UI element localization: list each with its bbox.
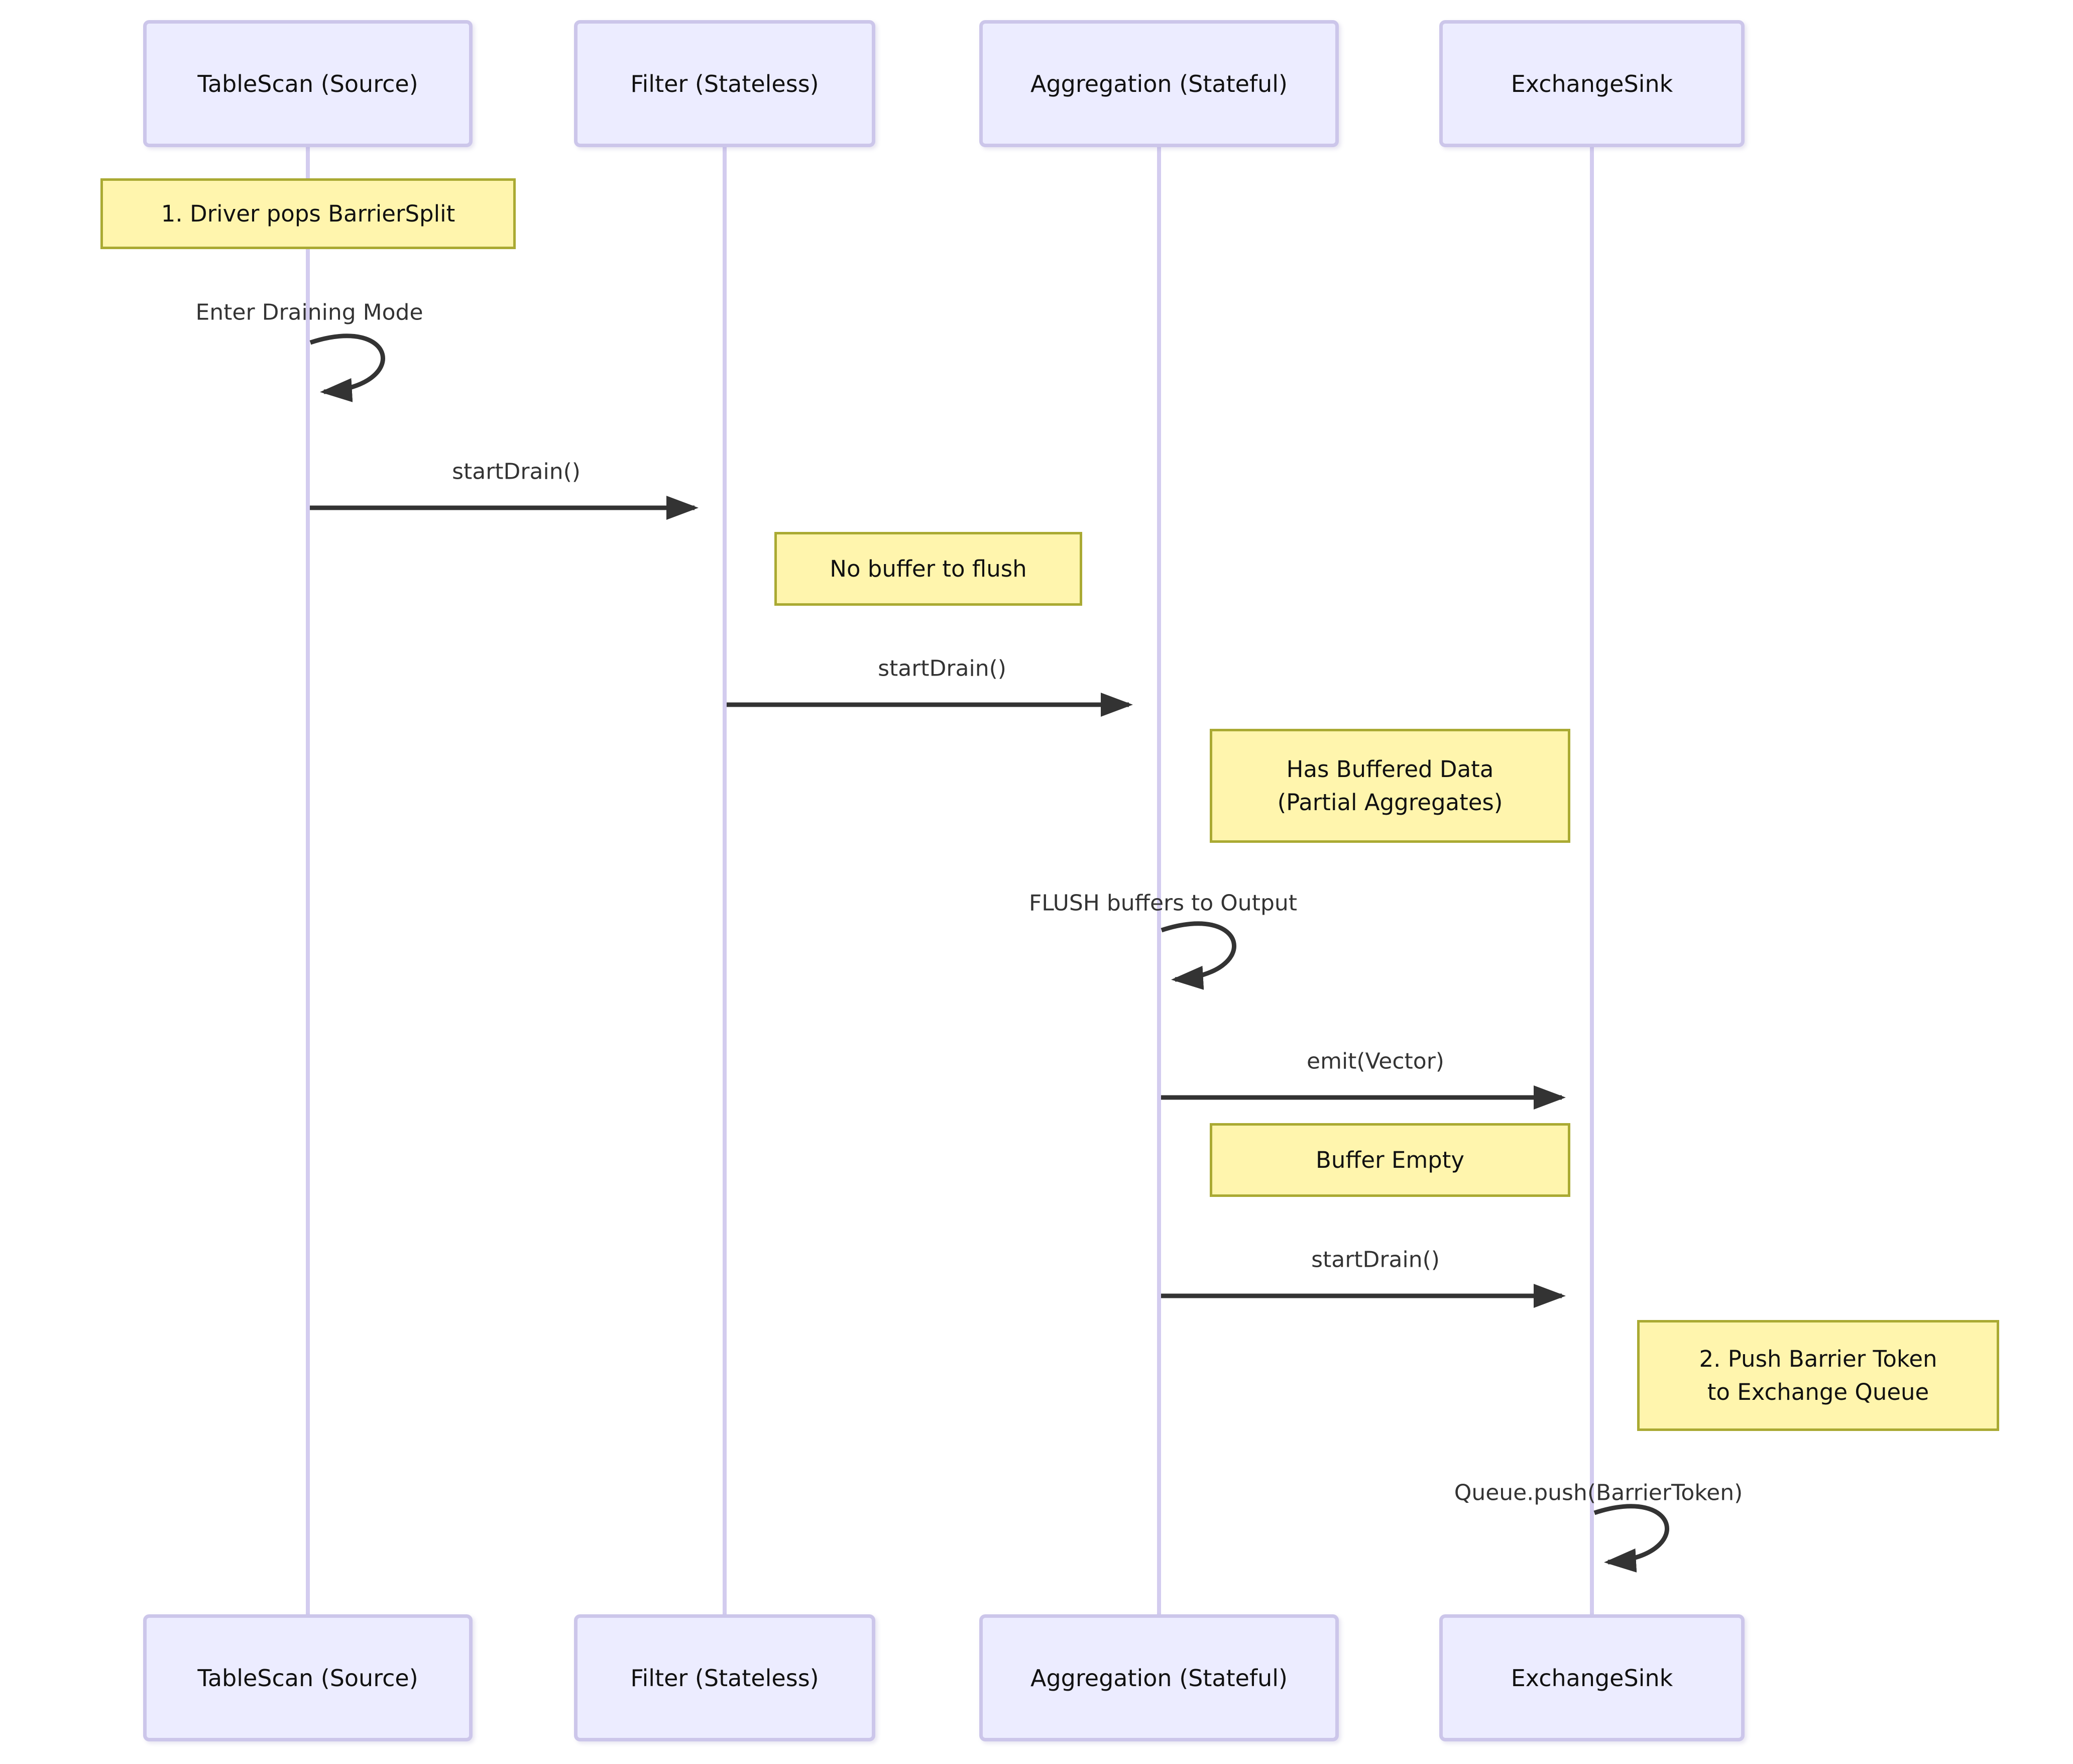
self-message-label-enter-draining: Enter Draining Mode xyxy=(195,299,423,325)
note-line: 1. Driver pops BarrierSplit xyxy=(161,200,455,227)
participant-bottom-tablescan: TableScan (Source) xyxy=(143,1614,473,1741)
lifeline-exchangesink xyxy=(1590,147,1594,1614)
note-line: No buffer to flush xyxy=(830,555,1027,582)
self-loop-enter-draining xyxy=(309,334,385,402)
participant-bottom-filter: Filter (Stateless) xyxy=(574,1614,875,1741)
note-has-buffered-data: Has Buffered Data (Partial Aggregates) xyxy=(1210,729,1570,843)
lifeline-tablescan xyxy=(306,147,310,1614)
participant-top-aggregation: Aggregation (Stateful) xyxy=(979,20,1339,147)
participant-label: TableScan (Source) xyxy=(197,70,418,97)
participant-label: ExchangeSink xyxy=(1511,70,1673,97)
message-label-emit-vector: emit(Vector) xyxy=(1307,1048,1444,1074)
participant-label: Aggregation (Stateful) xyxy=(1030,70,1288,97)
participant-bottom-exchangesink: ExchangeSink xyxy=(1439,1614,1745,1741)
note-line: 2. Push Barrier Token xyxy=(1699,1346,1937,1373)
lifeline-aggregation xyxy=(1157,147,1161,1614)
note-buffer-empty: Buffer Empty xyxy=(1210,1123,1570,1197)
participant-top-tablescan: TableScan (Source) xyxy=(143,20,473,147)
participant-top-exchangesink: ExchangeSink xyxy=(1439,20,1745,147)
self-loop-queue-push xyxy=(1593,1504,1669,1573)
participant-top-filter: Filter (Stateless) xyxy=(574,20,875,147)
lifeline-filter xyxy=(723,147,727,1614)
participant-label: Aggregation (Stateful) xyxy=(1030,1664,1288,1692)
note-push-barrier-token: 2. Push Barrier Token to Exchange Queue xyxy=(1637,1320,1999,1431)
participant-label: Filter (Stateless) xyxy=(630,70,819,97)
note-no-buffer-to-flush: No buffer to flush xyxy=(774,532,1082,606)
self-message-label-queue-push: Queue.push(BarrierToken) xyxy=(1454,1480,1743,1506)
note-line: Buffer Empty xyxy=(1316,1146,1464,1173)
message-label-startdrain-1: startDrain() xyxy=(452,459,581,485)
self-loop-flush-buffers xyxy=(1161,921,1236,990)
note-line: to Exchange Queue xyxy=(1707,1378,1929,1405)
participant-bottom-aggregation: Aggregation (Stateful) xyxy=(979,1614,1339,1741)
note-driver-pops-barriersplit: 1. Driver pops BarrierSplit xyxy=(100,178,516,249)
participant-label: Filter (Stateless) xyxy=(630,1664,819,1692)
message-label-startdrain-3: startDrain() xyxy=(1311,1247,1440,1273)
participant-label: TableScan (Source) xyxy=(197,1664,418,1692)
message-label-startdrain-2: startDrain() xyxy=(878,655,1006,682)
note-line: Has Buffered Data xyxy=(1286,756,1494,783)
note-line: (Partial Aggregates) xyxy=(1277,789,1503,816)
self-message-label-flush-buffers: FLUSH buffers to Output xyxy=(1028,890,1298,916)
participant-label: ExchangeSink xyxy=(1511,1664,1673,1692)
